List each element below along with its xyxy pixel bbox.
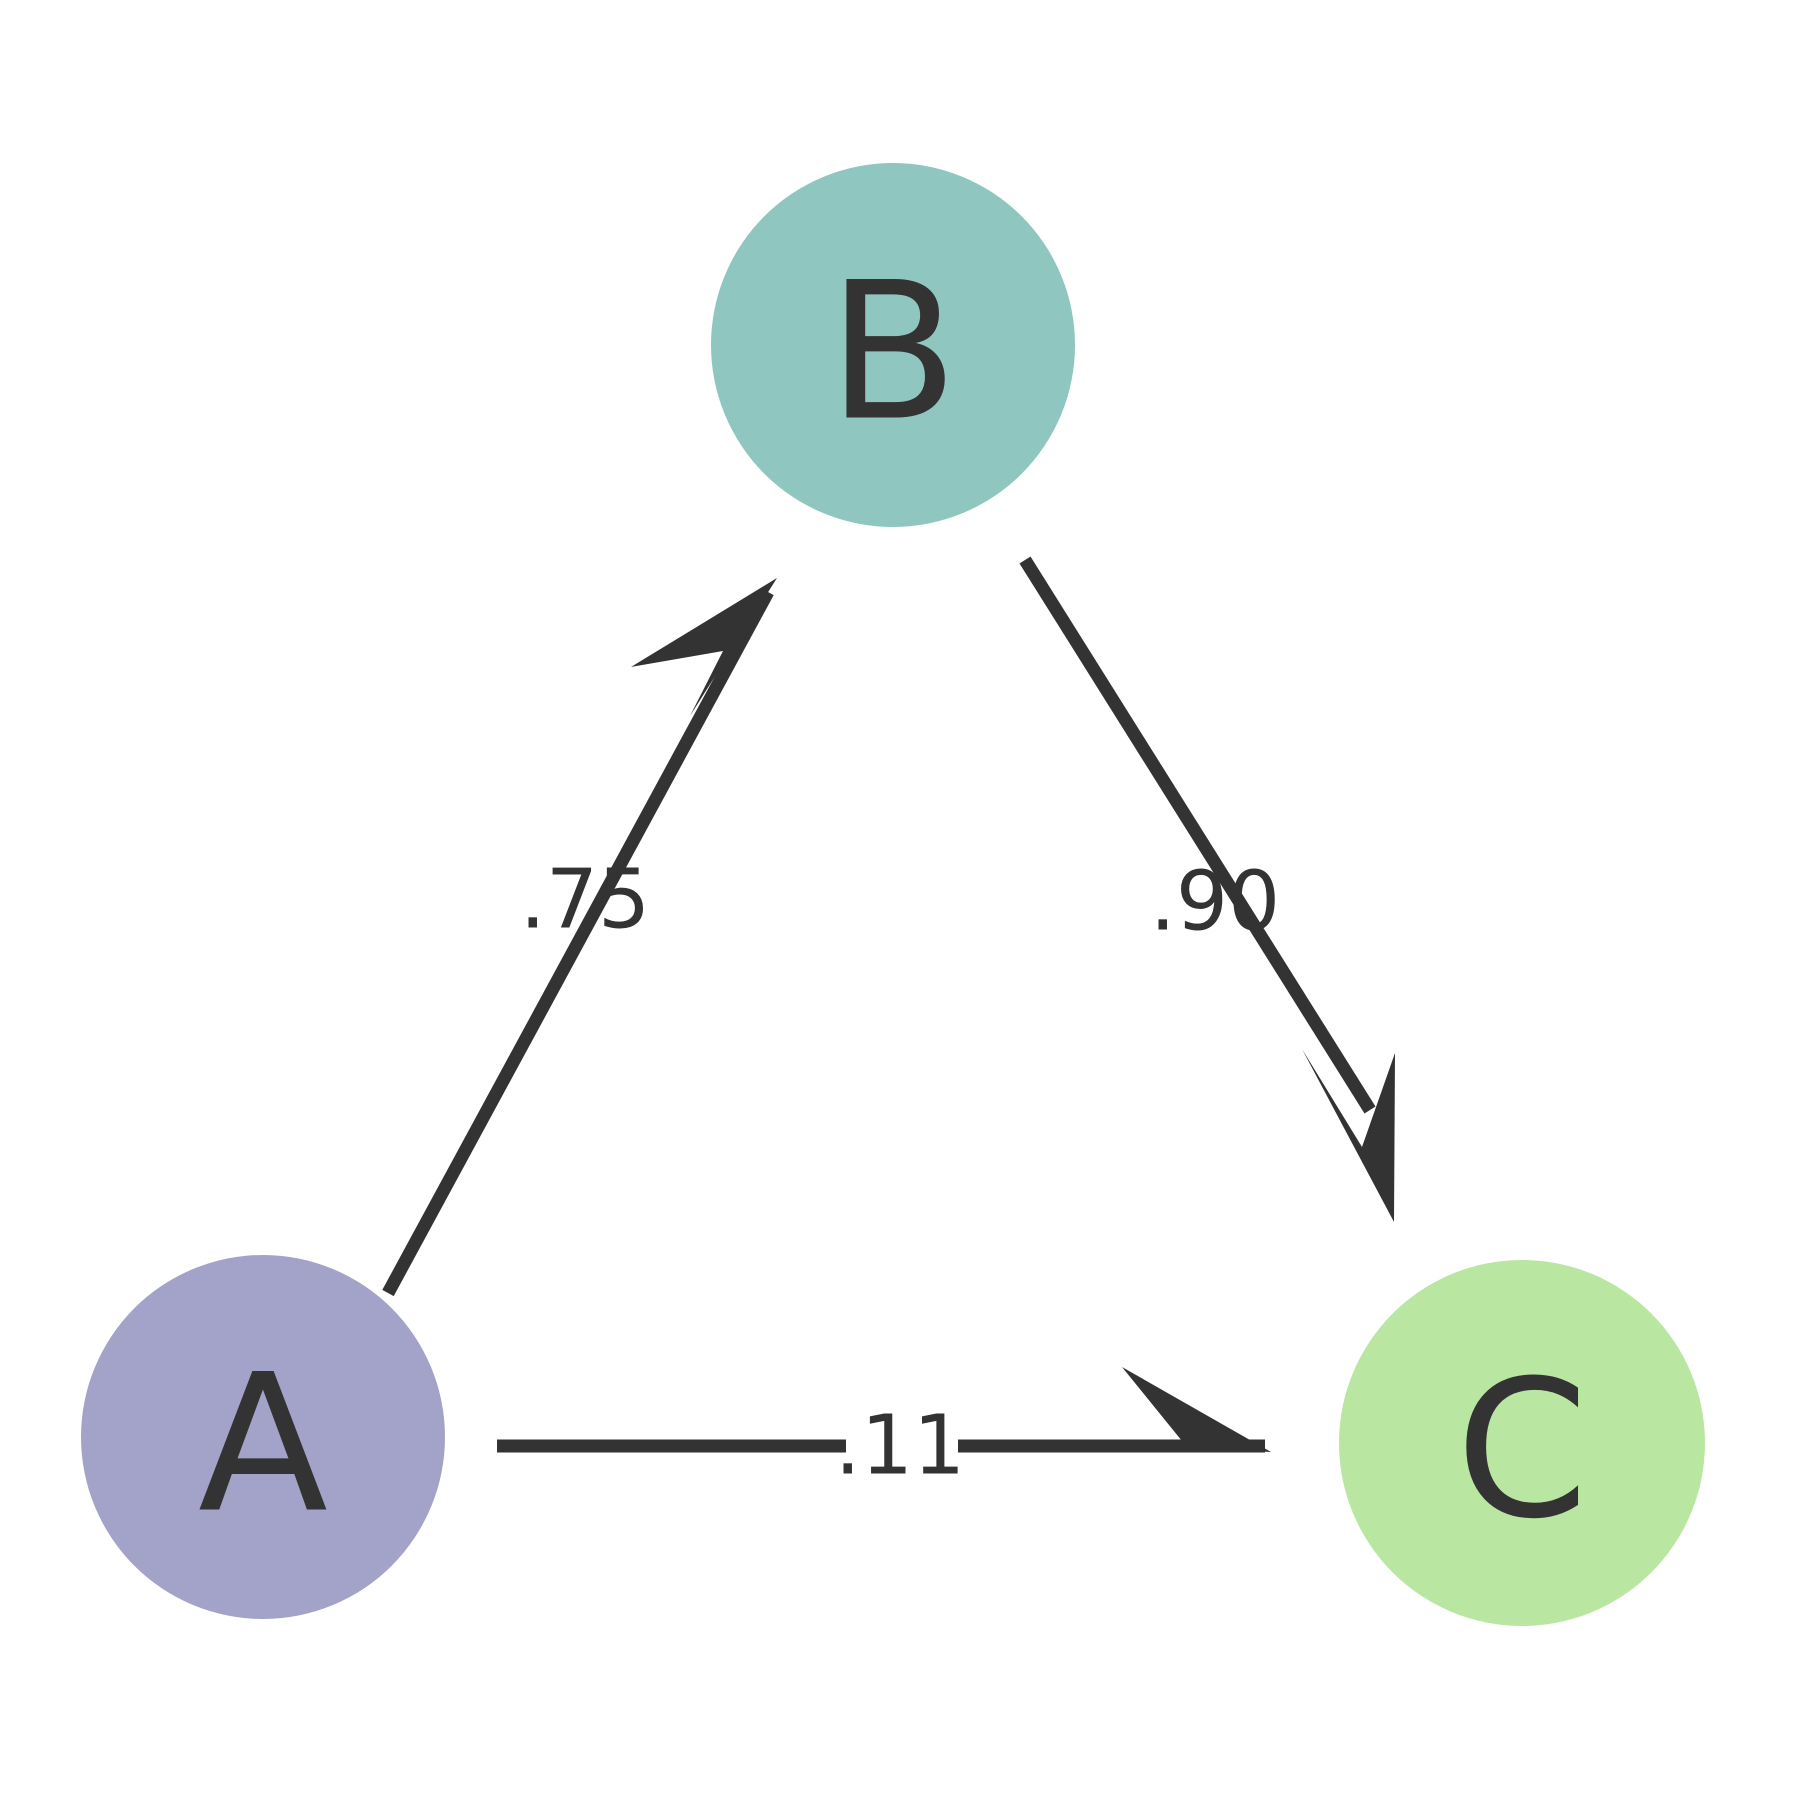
node-b-circle[interactable] — [711, 163, 1075, 527]
node-a[interactable]: A — [81, 1255, 445, 1619]
node-a-label: A — [198, 1334, 328, 1555]
edge-b-to-c-arrowhead — [1302, 1049, 1395, 1222]
node-c-circle[interactable] — [1339, 1260, 1705, 1626]
edge-b-to-c[interactable]: .90 — [1019, 556, 1395, 1222]
node-c[interactable]: C — [1339, 1260, 1705, 1626]
node-b-label: B — [828, 242, 958, 463]
edge-a-to-b[interactable]: .75 — [382, 578, 777, 1297]
edge-a-to-c-arrowhead — [1071, 1367, 1271, 1452]
edge-b-to-c-line — [1019, 556, 1376, 1114]
edge-a-to-c[interactable]: .11 — [497, 1367, 1271, 1494]
edge-a-to-c-label-backdrop — [846, 1406, 958, 1486]
node-b[interactable]: B — [711, 163, 1075, 527]
edge-a-to-c-label: .11 — [835, 1399, 965, 1494]
node-a-circle[interactable] — [81, 1255, 445, 1619]
edge-a-to-b-line — [382, 588, 774, 1297]
node-c-label: C — [1456, 1340, 1589, 1561]
edge-a-to-b-label: .75 — [520, 853, 650, 948]
edge-a-to-b-arrowhead — [631, 578, 777, 716]
edge-b-to-c-label: .90 — [1150, 855, 1280, 950]
